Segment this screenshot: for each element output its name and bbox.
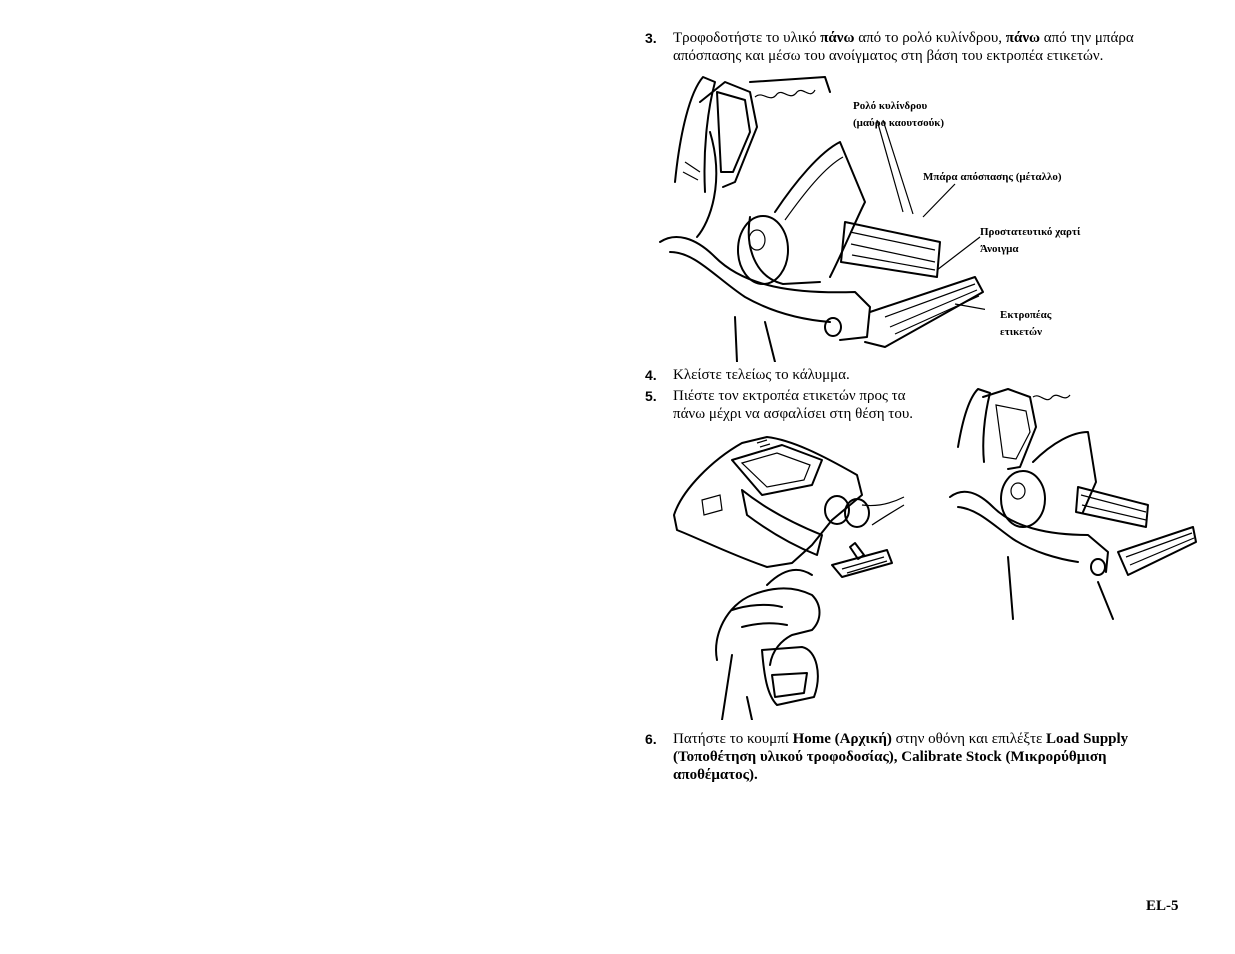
label-label-deflector: Εκτροπέας ετικετών: [1000, 309, 1052, 338]
step-3-line-1: Τροφοδοτήστε το υλικό πάνω από το ρολό κ…: [673, 30, 1134, 46]
step-6-number: 6.: [645, 731, 657, 747]
label-tear-bar: Μπάρα απόσπασης (μέταλλο): [923, 171, 1062, 183]
step-3-text: Τροφοδοτήστε το υλικό πάνω από το ρολό κ…: [673, 29, 1193, 65]
label-liner-opening: Προστατευτικό χαρτί Άνοιγμα: [980, 226, 1081, 255]
step-6-line-2: (Τοποθέτηση υλικού τροφοδοσίας), Calibra…: [673, 749, 1107, 765]
step-6-line-3: αποθέματος).: [673, 767, 758, 783]
step-5-line-1: Πιέστε τον εκτροπέα ετικετών προς τα: [673, 388, 906, 404]
step-3-number: 3.: [645, 30, 657, 46]
step-5-line-2: πάνω μέχρι να ασφαλίσει στη θέση του.: [673, 406, 914, 422]
step-6-text: Πατήστε το κουμπί Home (Αρχική) στην οθό…: [673, 730, 1193, 784]
label-platen-roller: Ρολό κυλίνδρου (μαύρο καουτσούκ): [853, 100, 945, 129]
figure-hand-pressing-deflector: [673, 436, 905, 720]
step-5-number: 5.: [645, 388, 657, 404]
step-4-text: Κλείστε τελείως το κάλυμμα.: [673, 367, 850, 383]
figure-printer-open-supply-path: [659, 76, 985, 362]
step-6-line-1: Πατήστε το κουμπί Home (Αρχική) στην οθό…: [673, 731, 1129, 747]
step-5-text: Πιέστε τον εκτροπέα ετικετών προς τα πάν…: [673, 387, 943, 423]
figure-deflector-engaged: [949, 388, 1197, 620]
page-number: EL-5: [1146, 898, 1179, 914]
step-4-number: 4.: [645, 367, 657, 383]
step-3-line-2: απόσπασης και μέσω του ανοίγματος στη βά…: [673, 48, 1104, 64]
